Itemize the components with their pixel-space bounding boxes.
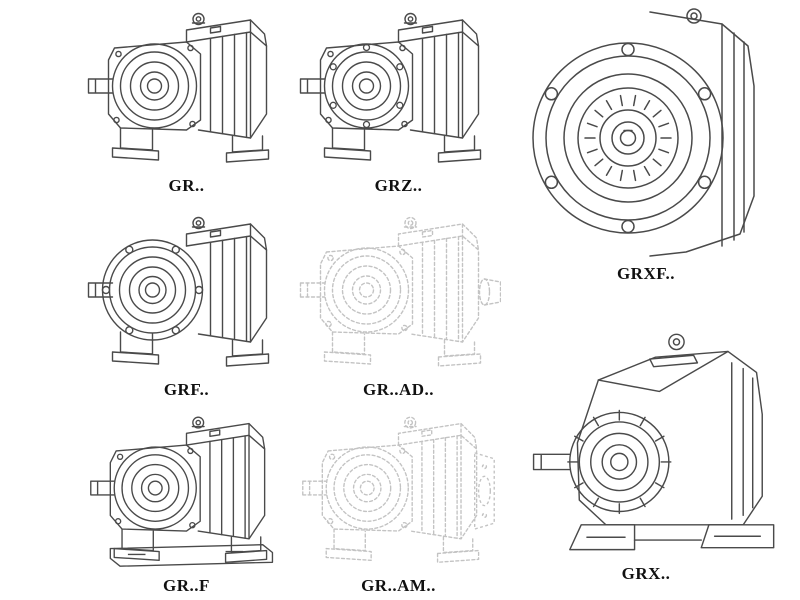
product-label-grxf: GRXF.. <box>616 264 676 283</box>
product-cell-grx: GRX.. <box>500 300 792 598</box>
product-label-grz: GRZ.. <box>374 176 423 195</box>
gearbox-drawing-grf <box>87 216 270 367</box>
product-label-gr-f: GR..F <box>163 576 210 595</box>
gearbox-drawing-gr-f <box>90 416 274 567</box>
gearbox-drawing-grx <box>532 333 775 551</box>
product-label-grf: GRF.. <box>163 380 210 399</box>
product-cell-gr: GR.. <box>84 2 289 202</box>
product-cell-grxf: GRXF.. <box>500 0 792 300</box>
gearbox-drawing-grz <box>299 12 482 163</box>
product-cell-gr-ad: GR..AD.. <box>296 206 501 406</box>
product-label-gr-ad: GR..AD.. <box>362 380 435 399</box>
product-label-grx: GRX.. <box>621 564 671 583</box>
product-cell-gr-am: GR..AM.. <box>296 406 501 600</box>
product-cell-grz: GRZ.. <box>296 2 501 202</box>
gearbox-drawing-gr <box>87 12 270 163</box>
product-label-gr: GR.. <box>168 176 205 195</box>
gearbox-drawing-grxf <box>532 8 755 257</box>
product-cell-gr-f: GR..F <box>84 406 289 600</box>
gearbox-drawing-gr-am <box>302 416 495 563</box>
product-label-gr-am: GR..AM.. <box>361 576 436 595</box>
product-cell-grf: GRF.. <box>84 206 289 406</box>
gearbox-drawing-gr-ad <box>299 216 501 367</box>
